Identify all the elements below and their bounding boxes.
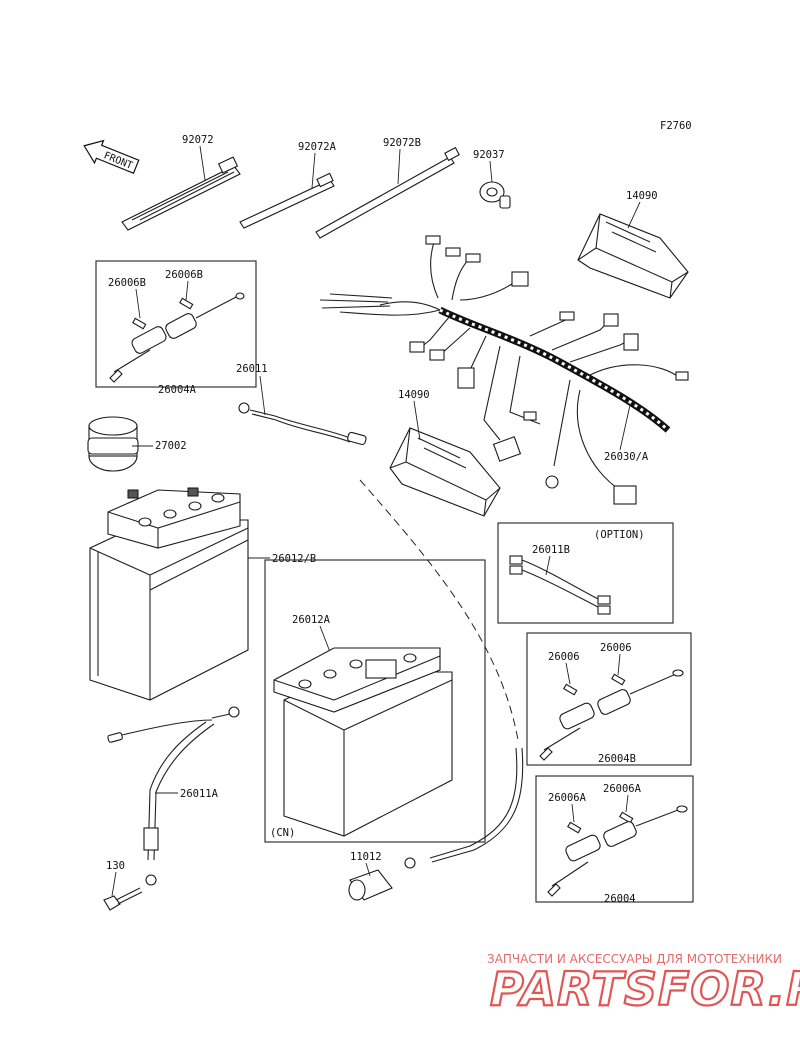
label-26012a: 26012A [292,614,331,626]
label-26006b-1: 26006B [108,277,146,289]
label-26011: 26011 [236,363,268,375]
fuse-holder-26004a [109,292,245,383]
option-note: (OPTION) [594,529,645,541]
label-92072a: 92072A [298,141,337,153]
label-26006-2: 26006 [600,642,632,654]
label-26011b: 26011B [532,544,570,556]
kit-26004-box [535,775,694,903]
battery-26012a [273,647,453,837]
label-92072b: 92072B [383,137,421,149]
cn-note: (CN) [270,827,295,839]
label-92072: 92072 [182,134,214,146]
bolt-130 [103,887,143,911]
label-26012b: 26012/B [272,553,316,565]
label-26030a: 26030/A [604,451,649,463]
label-26004b: 26004B [598,753,636,765]
cable-to-terminal [404,747,524,869]
cable-tie-92072b [315,146,460,239]
option-box [497,522,674,624]
cable-tie-92072a [239,172,335,229]
label-26004: 26004 [604,893,636,905]
label-27002: 27002 [155,440,187,452]
label-14090-mid: 14090 [398,389,430,401]
watermark-caption: ЗАПЧАСТИ И АКСЕССУАРЫ ДЛЯ МОТОТЕХНИКИ [487,952,782,966]
label-26006a-1: 26006A [548,792,587,804]
terminal-cap-11012 [348,869,393,901]
label-92037: 92037 [473,149,505,161]
fuse-holder-26004b [539,669,684,761]
kit-26004b-box [526,632,692,766]
cable-26011b [509,555,611,615]
cable-26011 [238,402,367,446]
label-26006b-2: 26006B [165,269,203,281]
cover-14090-mid [389,427,501,517]
label-11012: 11012 [350,851,382,863]
figure-code: F2760 [660,120,692,132]
label-14090-top: 14090 [626,190,658,202]
watermark-logo: PARTSFOR.RU [490,962,800,1016]
label-26004a: 26004A [158,384,197,396]
clamp-92037 [479,181,511,209]
wiring-harness [319,235,689,505]
label-130: 130 [106,860,125,872]
routing-dashed-line [359,479,519,741]
cover-14090-top [577,213,689,299]
fuse-holder-26004 [547,805,688,897]
cable-26011a [107,706,240,886]
battery-26012b [89,487,249,701]
relay-27002 [87,416,139,472]
kit-26004a-box [95,260,257,388]
label-26006a-2: 26006A [603,783,642,795]
cable-tie-92072 [121,156,241,231]
battery-cn-box [264,559,486,843]
front-arrow-icon: FRONT [83,139,140,175]
label-26006-1: 26006 [548,651,580,663]
label-26011a: 26011A [180,788,219,800]
